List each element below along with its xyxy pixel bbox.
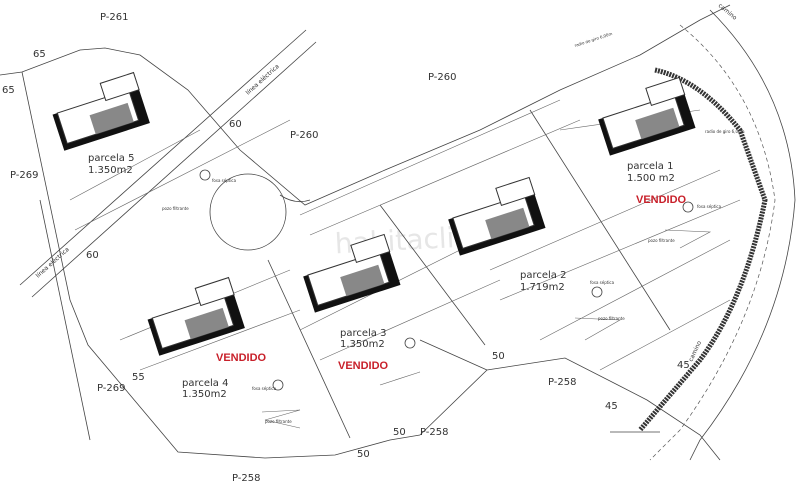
septic-systems bbox=[199, 169, 712, 429]
contour-label: 45 bbox=[605, 401, 618, 412]
contour-label: 50 bbox=[492, 351, 505, 362]
house-parcela-5 bbox=[52, 71, 150, 151]
contour-label: 65 bbox=[2, 85, 15, 96]
plot-code: P-258 bbox=[420, 427, 449, 438]
plot-code: P-269 bbox=[97, 383, 126, 394]
septic-label: fosa séptica bbox=[252, 386, 277, 391]
parcel-3-name: parcela 3 bbox=[340, 328, 386, 339]
contour-label: 60 bbox=[229, 119, 242, 130]
septic-label: fosa séptica bbox=[697, 204, 722, 209]
parcel-5-name: parcela 5 bbox=[88, 153, 134, 164]
house-parcela-1 bbox=[598, 76, 696, 156]
plot-code: P-261 bbox=[100, 12, 129, 23]
parcel-4-name: parcela 4 bbox=[182, 378, 228, 389]
contour-label: 65 bbox=[33, 49, 46, 60]
road-label: camino bbox=[687, 340, 703, 363]
contour-label: 60 bbox=[86, 250, 99, 261]
parcel-1-name: parcela 1 bbox=[627, 161, 673, 172]
parcel-3-status: VENDIDO bbox=[338, 360, 389, 372]
plot-code: P-258 bbox=[232, 473, 261, 484]
site-boundary bbox=[0, 4, 731, 206]
parcel-1-area: 1.500 m2 bbox=[627, 173, 675, 184]
plot-code: P-258 bbox=[548, 377, 577, 388]
power-line-label: línea eléctrica bbox=[35, 246, 71, 280]
septic-label: fosa séptica bbox=[212, 178, 237, 183]
house-parcela-4 bbox=[147, 276, 245, 356]
turn-radius-label: radio de giro 6,00m bbox=[574, 31, 613, 48]
contour-label: 50 bbox=[357, 449, 370, 460]
well-label: pozo filtrante bbox=[162, 206, 189, 211]
parcel-4-status: VENDIDO bbox=[216, 352, 267, 364]
septic-label: fosa séptica bbox=[590, 280, 615, 285]
plot-code: P-260 bbox=[428, 72, 457, 83]
plot-code: P-260 bbox=[290, 130, 319, 141]
house-parcela-2 bbox=[448, 176, 546, 256]
contour-label: 45 bbox=[677, 360, 690, 371]
parcel-2-area: 1.719m2 bbox=[520, 282, 565, 293]
parcel-2-name: parcela 2 bbox=[520, 270, 566, 281]
well-label: pozo filtrante bbox=[265, 419, 292, 424]
contour-label: 55 bbox=[132, 372, 145, 383]
parcel-3-area: 1.350m2 bbox=[340, 339, 385, 350]
road-label: camino bbox=[717, 2, 739, 22]
road bbox=[610, 9, 796, 461]
house-parcela-3 bbox=[303, 233, 401, 313]
cul-de-sac bbox=[209, 173, 311, 251]
power-line-corridor bbox=[19, 29, 317, 298]
parcel-5-area: 1.350m2 bbox=[88, 165, 133, 176]
turn-radius-label: radio de giro 6,00m bbox=[705, 129, 745, 134]
parcel-4-area: 1.350m2 bbox=[182, 389, 227, 400]
plot-code: P-269 bbox=[10, 170, 39, 181]
well-label: pozo filtrante bbox=[648, 238, 675, 243]
contour-label: 50 bbox=[393, 427, 406, 438]
parcel-1-status: VENDIDO bbox=[636, 194, 687, 206]
well-label: pozo filtrante bbox=[598, 316, 625, 321]
